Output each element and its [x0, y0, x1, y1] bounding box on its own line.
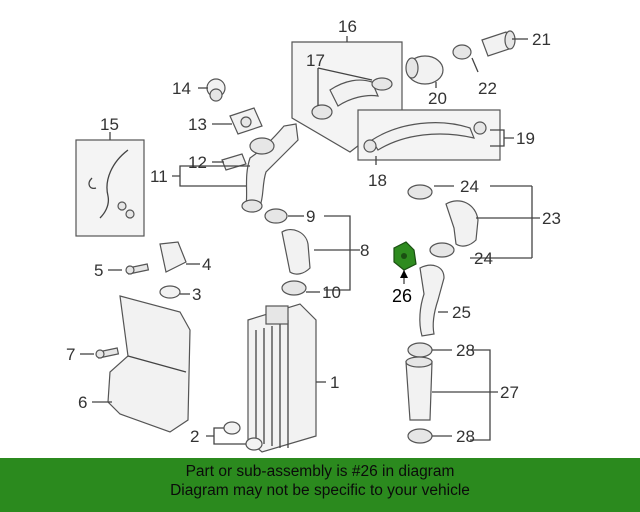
part-17-hose: [311, 77, 393, 120]
callout-18: 18: [368, 171, 387, 190]
callout-16: 16: [338, 17, 357, 36]
callout-11: 11: [150, 167, 168, 186]
callout-24-upper: 24: [460, 177, 479, 196]
exploded-parts-diagram: 16 17 20 21 22 19 18 14 13 12 11 15 9 8 …: [66, 17, 561, 453]
part-11-pipe: [241, 123, 299, 213]
callout-19: 19: [516, 129, 535, 148]
callout-3: 3: [192, 285, 201, 304]
callout-4: 4: [202, 255, 211, 274]
callout-6: 6: [78, 393, 87, 412]
part-27-hose: [405, 356, 433, 421]
part-24-clamp-upper: [407, 184, 433, 200]
callout-17: 17: [306, 51, 325, 70]
part-9-clamp: [264, 208, 288, 224]
callout-28-lower: 28: [456, 427, 475, 446]
part-10-clamp: [281, 280, 307, 296]
callout-24-lower: 24: [474, 249, 493, 268]
callout-27: 27: [500, 383, 519, 402]
part-21-hose: [481, 30, 516, 57]
part-28-clamp-upper: [407, 342, 433, 358]
part-13-sensor: [229, 107, 263, 135]
callout-7: 7: [66, 345, 75, 364]
callout-12: 12: [188, 153, 207, 172]
callout-2: 2: [190, 427, 199, 446]
banner-line-1: Part or sub-assembly is #26 in diagram: [185, 463, 455, 480]
callout-15: 15: [100, 115, 119, 134]
part-5-bolt: [125, 263, 150, 275]
part-6-air-duct: [107, 295, 191, 433]
part-12-connector: [221, 153, 247, 171]
callout-13: 13: [188, 115, 207, 134]
callout-labels: 16 17 20 21 22 19 18 14 13 12 11 15 9 8 …: [66, 17, 561, 446]
part-25-pipe: [419, 264, 445, 337]
part-18-hose: [363, 121, 487, 153]
group-box-15: [75, 139, 145, 237]
part-28-clamp-lower: [407, 428, 433, 444]
part-26-highlighted[interactable]: [393, 241, 417, 271]
callout-14: 14: [172, 79, 191, 98]
callout-1: 1: [330, 373, 339, 392]
callout-25: 25: [452, 303, 471, 322]
callout-9: 9: [306, 207, 315, 226]
callout-21: 21: [532, 30, 551, 49]
part-7-bolt: [95, 347, 120, 359]
part-14-cap: [206, 78, 226, 102]
part-24-clamp-lower: [429, 242, 455, 258]
part-23-hose: [445, 200, 479, 247]
part-2-bushing: [223, 421, 263, 451]
callout-10: 10: [322, 283, 341, 302]
callout-8: 8: [360, 241, 369, 260]
part-22-clamp: [452, 44, 472, 60]
callout-26[interactable]: 26: [392, 286, 412, 306]
part-1-intercooler: [247, 303, 317, 453]
leader-lines: [80, 36, 540, 445]
part-3-bushing: [159, 285, 181, 299]
callout-5: 5: [94, 261, 103, 280]
part-8-hose: [281, 229, 311, 275]
part-4-bracket: [159, 241, 187, 273]
part-20-hose: [405, 55, 444, 85]
callout-22: 22: [478, 79, 497, 98]
part-15-small-hose: [88, 149, 135, 219]
callout-20: 20: [428, 89, 447, 108]
banner-line-2: Diagram may not be specific to your vehi…: [170, 482, 470, 499]
callout-23: 23: [542, 209, 561, 228]
info-banner: Part or sub-assembly is #26 in diagram D…: [0, 458, 640, 512]
callout-28-upper: 28: [456, 341, 475, 360]
